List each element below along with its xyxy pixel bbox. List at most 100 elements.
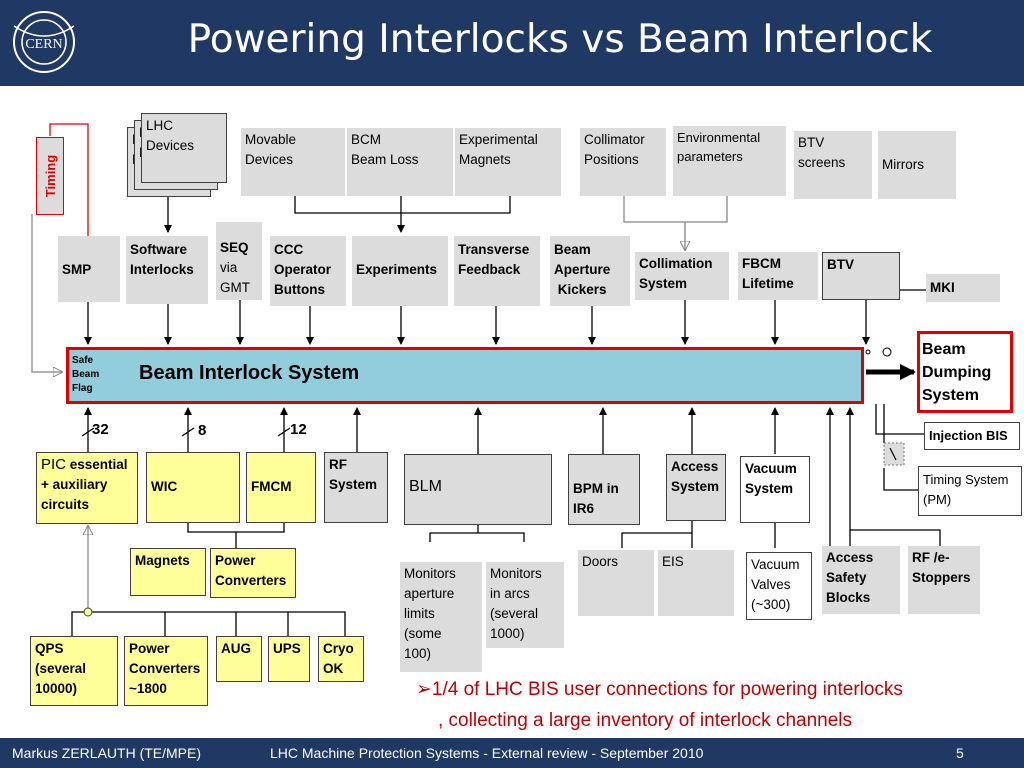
flag-line3: Flag — [72, 383, 93, 394]
pic-prefix: PIC — [41, 456, 67, 473]
bpm-line1: BPM in — [573, 481, 619, 496]
eis-label: EIS — [662, 554, 684, 569]
lhc-devices-line2: Devices — [146, 138, 195, 153]
pic-pc-line1: Power — [129, 641, 170, 656]
footer-author: Markus ZERLAUTH (TE/MPE) — [12, 745, 202, 761]
seq-line1: SEQ — [220, 240, 249, 255]
power-converters-line2: Converters — [215, 573, 287, 588]
flag-line2: Beam — [72, 369, 100, 380]
vacuum-valves-line1: Vacuum — [751, 557, 800, 572]
btv-box: BTV — [822, 252, 900, 300]
footer-event: LHC Machine Protection Systems - Externa… — [270, 745, 704, 761]
fbcm-lifetime-box: FBCM Lifetime — [738, 252, 818, 300]
bullet-arrow-icon: ➢ — [416, 679, 432, 700]
pic-rest: essential — [66, 457, 128, 472]
rf-stoppers-line2: Stoppers — [912, 570, 971, 585]
experimental-magnets-box: Experimental Magnets — [455, 128, 561, 196]
monitors-arcs-line3: (several — [490, 606, 539, 621]
rf-line2: System — [329, 477, 378, 492]
mirrors-label: Mirrors — [882, 157, 924, 172]
access-safety-blocks-box: Access Safety Blocks — [822, 546, 900, 614]
qps-line1: QPS — [35, 641, 64, 656]
injection-bis-box: Injection BIS — [924, 422, 1020, 450]
timing-box: Timing — [36, 137, 64, 215]
timing-label: Timing — [43, 154, 58, 198]
page-number: 5 — [956, 745, 964, 761]
monitors-aperture-line3: limits — [404, 606, 435, 621]
bcm-box: BCM Beam Loss — [347, 128, 453, 196]
bds-line1: Beam — [922, 341, 966, 358]
environmental-parameters-box: Environmental parameters — [673, 126, 786, 196]
pic-line3: circuits — [41, 497, 90, 512]
wic-count: 8 — [198, 422, 207, 439]
slide-title: Powering Interlocks vs Beam Interlock — [187, 17, 933, 62]
seq-line2: via — [220, 260, 238, 275]
environmental-line1: Environmental — [677, 130, 761, 145]
experiments-label: Experiments — [356, 262, 438, 277]
pic-box: PIC essential + auxiliary circuits — [36, 452, 138, 524]
bullet-text-line2: , collecting a large inventory of interl… — [438, 710, 853, 731]
injection-bis-label: Injection BIS — [929, 428, 1008, 443]
fbcm-line1: FBCM — [742, 256, 781, 271]
monitors-aperture-line5: 100) — [404, 646, 432, 661]
cryo-line2: OK — [323, 661, 344, 676]
magnets-label: Magnets — [135, 553, 190, 568]
timing-system-line1: Timing System — [923, 472, 1009, 487]
collimator-positions-box: Collimator Positions — [580, 128, 666, 196]
mirrors-box: Mirrors — [878, 131, 956, 199]
seq-gmt-box: SEQ via GMT — [216, 222, 262, 300]
logo-text: CERN — [25, 37, 62, 52]
seq-line3: GMT — [220, 280, 250, 295]
monitors-aperture-line4: (some — [404, 626, 442, 641]
bullet-text-line1: 1/4 of LHC BIS user connections for powe… — [431, 679, 903, 700]
mki-label: MKI — [930, 280, 955, 295]
pic-line1: PIC essential — [41, 455, 133, 475]
beam-aperture-kickers-box: Beam Aperture Kickers — [550, 236, 630, 306]
bpm-line2: IR6 — [573, 501, 595, 516]
software-interlocks-box: Software Interlocks — [126, 236, 208, 304]
wic-label: WIC — [151, 479, 178, 494]
experiments-box: Experiments — [352, 236, 448, 306]
monitors-arcs-line4: 1000) — [490, 626, 525, 641]
bullet-note: ➢1/4 of LHC BIS user connections for pow… — [416, 674, 1016, 736]
safe-beam-flag: Safe Beam Flag — [72, 354, 99, 396]
cern-logo: CERN — [13, 11, 75, 73]
ccc-line1: CCC — [274, 242, 304, 257]
access-safety-line2: Safety — [826, 570, 867, 585]
environmental-line2: parameters — [677, 149, 743, 164]
blm-box: BLM — [404, 454, 552, 525]
wic-box: WIC — [146, 452, 240, 523]
pic-pc-line3: ~1800 — [129, 681, 167, 696]
aug-box: AUG — [216, 636, 262, 682]
lhc-devices-box: LHC Devices — [141, 113, 227, 183]
bds-line3: System — [922, 387, 979, 404]
ccc-line3: Buttons — [274, 282, 325, 297]
rf-stoppers-line1: RF /e- — [912, 550, 950, 565]
software-line1: Software — [130, 242, 188, 257]
lhc-devices-line1: LHC — [146, 118, 174, 133]
slide-footer: Markus ZERLAUTH (TE/MPE) LHC Machine Pro… — [0, 738, 1024, 768]
bpm-ir6-box: BPM in IR6 — [568, 454, 640, 525]
monitors-arcs-line2: in arcs — [490, 586, 530, 601]
cryo-ok-box: Cryo OK — [318, 636, 364, 682]
vacuum-valves-box: Vacuum Valves (~300) — [746, 552, 812, 620]
eis-box: EIS — [658, 550, 734, 616]
doors-label: Doors — [582, 554, 619, 569]
btv-label: BTV — [827, 257, 854, 272]
pic-power-converters-box: Power Converters ~1800 — [124, 636, 208, 706]
access-safety-line1: Access — [826, 550, 874, 565]
software-line2: Interlocks — [130, 262, 194, 277]
magnets-box: Magnets — [130, 548, 206, 596]
collimation-system-box: Collimation System — [635, 252, 729, 300]
vacuum-line1: Vacuum — [745, 461, 797, 476]
beam-aperture-line1: Beam — [554, 242, 591, 257]
blm-label: BLM — [409, 478, 442, 495]
fbcm-line2: Lifetime — [742, 276, 794, 291]
bcm-line1: BCM — [351, 132, 381, 147]
movable-devices-box: Movable Devices — [241, 128, 345, 196]
fmcm-count: 12 — [290, 421, 307, 438]
bds-line2: Dumping — [922, 364, 992, 381]
rf-system-box: RF System — [324, 452, 388, 523]
btv-screens-line2: screens — [798, 155, 846, 170]
vacuum-system-box: Vacuum System — [740, 456, 810, 523]
